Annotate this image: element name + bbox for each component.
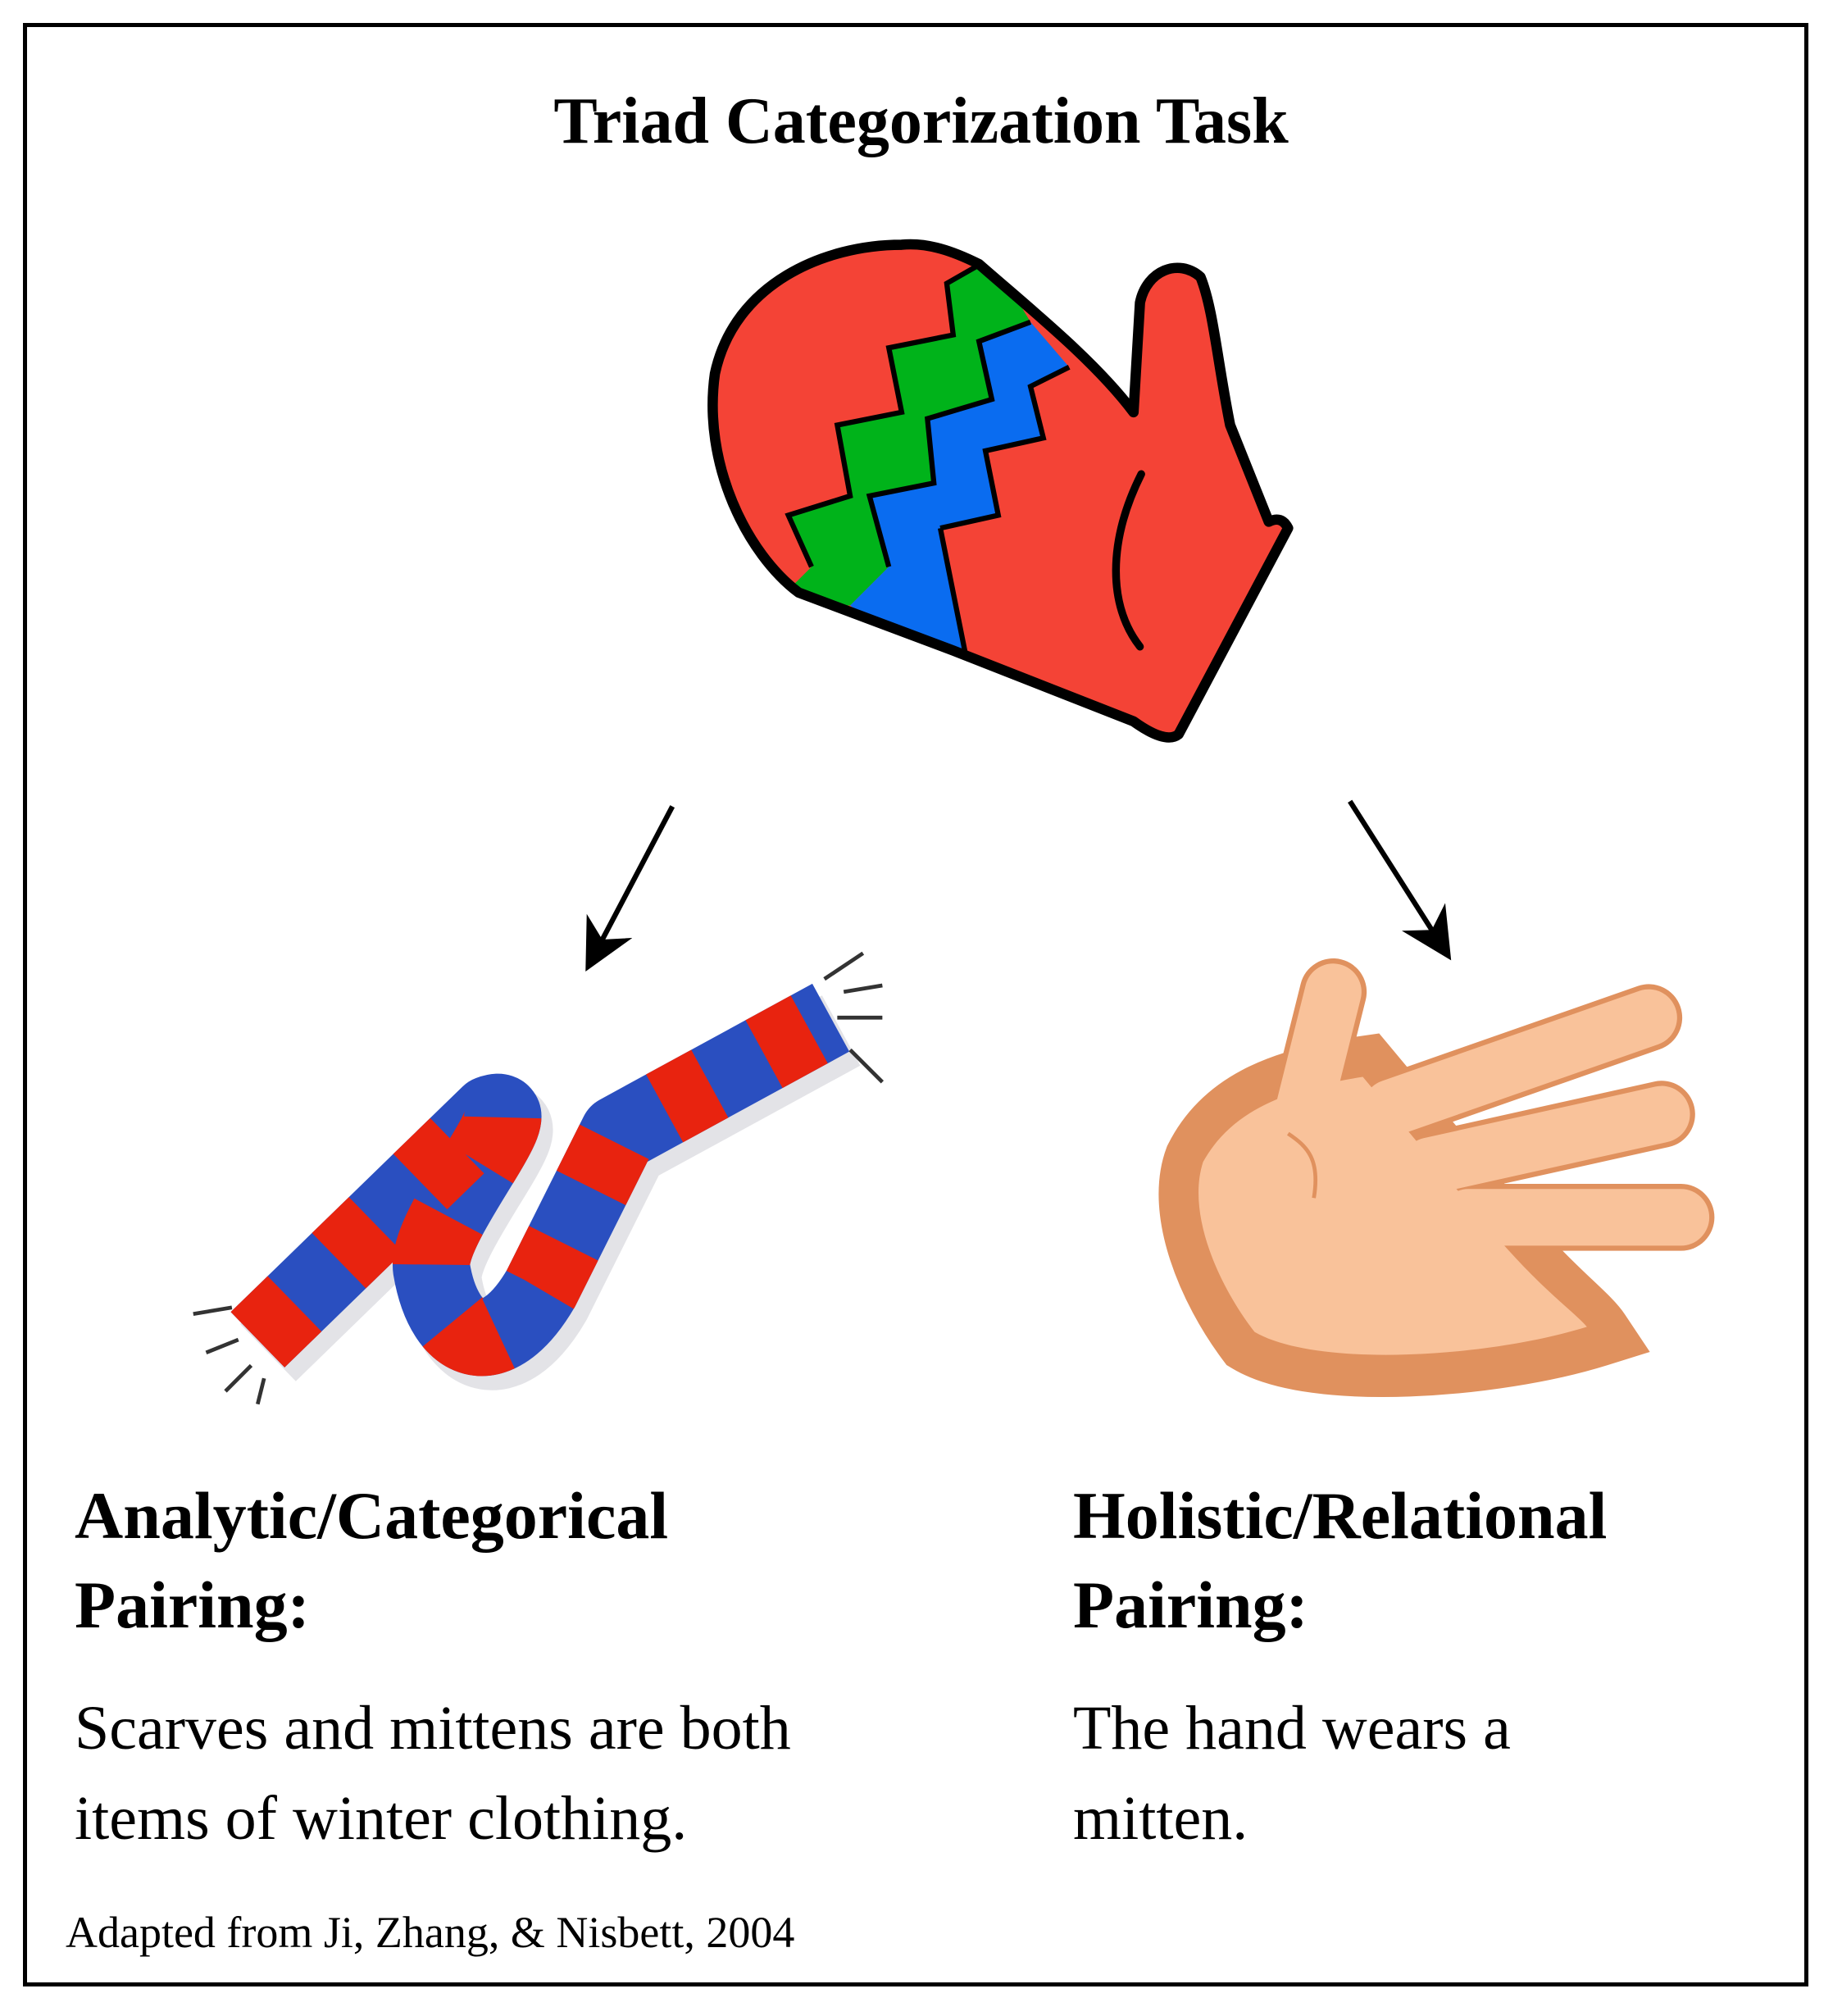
diagram-frame [23, 23, 1808, 1986]
left-heading-line1: Analytic/Categorical [75, 1478, 669, 1553]
mitten-image [707, 239, 1294, 743]
arrow-to-scarf [585, 805, 675, 972]
scarf-image [193, 951, 885, 1405]
right-body-line2: mitten. [1073, 1784, 1248, 1853]
left-body-line2: items of winter clothing. [75, 1784, 688, 1853]
right-heading-line1: Holistic/Relational [1073, 1478, 1608, 1553]
right-body-line1: The hand wears a [1073, 1694, 1511, 1763]
arrow-to-hand [1348, 799, 1452, 961]
hand-image [1158, 958, 1715, 1397]
right-heading-line2: Pairing: [1073, 1568, 1308, 1642]
left-body-line1: Scarves and mittens are both [75, 1694, 791, 1763]
left-heading-line2: Pairing: [75, 1568, 310, 1642]
page-title: Triad Categorization Task [553, 85, 1289, 157]
source-caption: Adapted from Ji, Zhang, & Nisbett, 2004 [66, 1908, 795, 1957]
